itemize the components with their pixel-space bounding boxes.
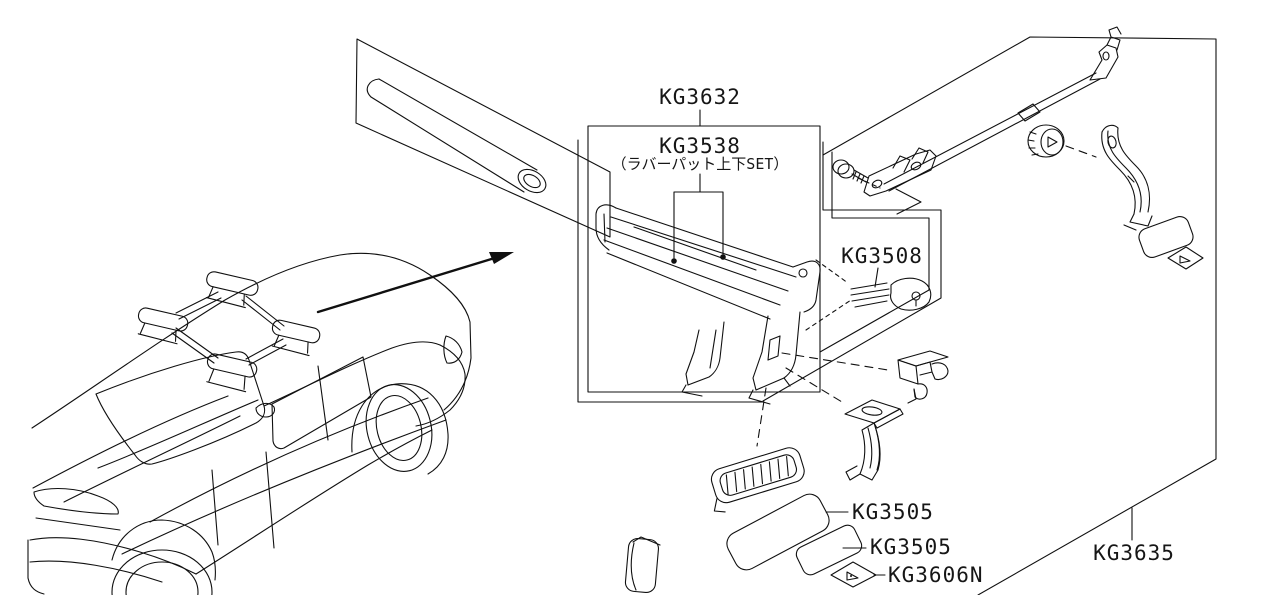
part-label-kg3538: KG3538	[659, 134, 741, 158]
roof-rack-on-car	[137, 271, 321, 393]
part-label-kg3508: KG3508	[841, 244, 923, 268]
adhesive-sheet-small	[795, 524, 863, 576]
direction-arrow	[316, 252, 514, 314]
key-link-dashed	[805, 259, 852, 331]
mount-bracket-right	[1101, 124, 1153, 231]
part-label-kg3505-top: KG3505	[852, 500, 934, 524]
part-label-kg3505-bottom: KG3505	[870, 535, 952, 559]
small-pad	[624, 536, 661, 594]
adhesive-sheet-large	[726, 493, 830, 571]
part-label-kg3635: KG3635	[1093, 541, 1175, 565]
caution-diamond-bottom	[830, 561, 877, 588]
belt-assembly	[832, 26, 1122, 197]
adhesive-sheet-right	[1138, 215, 1194, 259]
key-illustration	[850, 277, 932, 311]
part-label-kg3538-note: （ラバーパット上下SET）	[611, 155, 789, 173]
caution-diamond-right	[1167, 246, 1204, 270]
label-leaders	[825, 511, 886, 576]
kg3635-outline	[822, 36, 1217, 595]
pad-link-dashed	[756, 387, 767, 447]
kg3508-enclosure	[762, 141, 942, 402]
part-label-kg3632: KG3632	[659, 85, 741, 109]
clamp-link-dashed	[781, 352, 889, 371]
l-bracket	[844, 399, 904, 481]
car-illustration	[27, 252, 472, 595]
part-label-kg3606n: KG3606N	[888, 563, 984, 587]
c-clamp	[897, 350, 949, 404]
kg3538-leader	[671, 173, 726, 264]
crossbar-assembly	[595, 204, 821, 405]
bracket-link-dashed	[785, 367, 843, 403]
kg3508-leader	[874, 267, 879, 288]
kg3632-detail-box	[577, 125, 821, 403]
ribbed-rubber-pad	[710, 447, 805, 513]
crossbar-tube-panel	[355, 38, 611, 238]
